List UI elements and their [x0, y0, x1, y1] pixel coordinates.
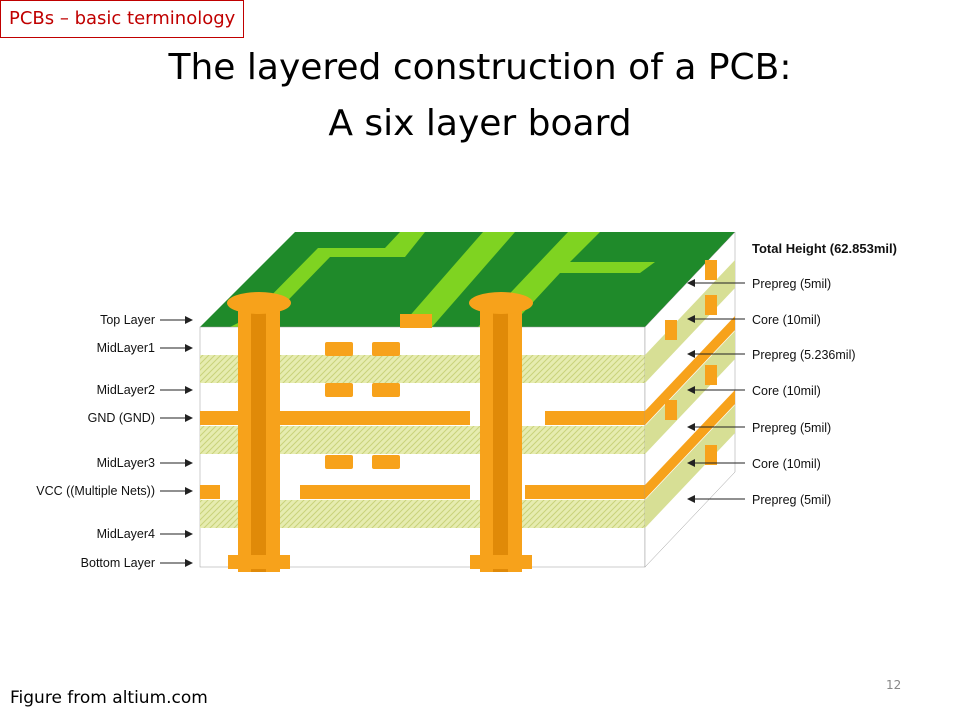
left-label-group: Top Layer MidLayer1 MidLayer2 GND (GND) … [36, 313, 193, 570]
top-pad-front [400, 314, 432, 328]
pad-3 [325, 383, 353, 397]
via-left-cap [227, 292, 291, 314]
figure-source: Figure from altium.com [10, 688, 208, 708]
gnd-plane-left [200, 411, 240, 425]
gnd-plane-right [545, 411, 645, 425]
right-label-group: Total Height (62.853mil) Prepreg (5mil) … [687, 241, 897, 507]
slide-title: The layered construction of a PCB: A six… [0, 40, 960, 152]
via-left-ring-bottom [228, 555, 290, 569]
vcc-plane-mid [300, 485, 470, 499]
pad-1 [325, 342, 353, 356]
label-midlayer1: MidLayer1 [97, 341, 155, 355]
label-gnd: GND (GND) [88, 411, 155, 425]
label-bottom-layer: Bottom Layer [81, 556, 155, 570]
label-midlayer3: MidLayer3 [97, 456, 155, 470]
side-pad-2 [705, 295, 717, 315]
pad-2 [372, 342, 400, 356]
via-left-hole [251, 300, 266, 572]
side-pad-1 [705, 260, 717, 280]
gnd-plane-mid [280, 411, 470, 425]
side-pad-3 [705, 365, 717, 385]
label-vcc: VCC ((Multiple Nets)) [36, 484, 155, 498]
pad-5 [325, 455, 353, 469]
via-right-ring-bottom [470, 555, 532, 569]
label-prepreg-3: Prepreg (5mil) [752, 421, 831, 435]
vcc-plane-right [525, 485, 645, 499]
side-pad-6 [665, 400, 677, 420]
via-right-hole [493, 300, 508, 572]
label-core-2: Core (10mil) [752, 384, 821, 398]
side-pad-4 [705, 445, 717, 465]
label-core-1: Core (10mil) [752, 313, 821, 327]
pad-4 [372, 383, 400, 397]
label-prepreg-4: Prepreg (5mil) [752, 493, 831, 507]
label-midlayer4: MidLayer4 [97, 527, 155, 541]
via-right-cap [469, 292, 533, 314]
label-top-layer: Top Layer [100, 313, 155, 327]
label-midlayer2: MidLayer2 [97, 383, 155, 397]
side-copper-1 [645, 316, 735, 425]
title-line-2: A six layer board [328, 103, 632, 144]
side-pad-5 [665, 320, 677, 340]
pad-6 [372, 455, 400, 469]
label-total-height: Total Height (62.853mil) [752, 241, 897, 256]
page-number: 12 [886, 678, 902, 692]
side-copper-2 [645, 390, 735, 499]
section-tag: PCBs – basic terminology [0, 0, 245, 38]
label-prepreg-1: Prepreg (5mil) [752, 277, 831, 291]
title-line-1: The layered construction of a PCB: [168, 47, 792, 88]
vcc-plane-left [200, 485, 220, 499]
label-core-3: Core (10mil) [752, 457, 821, 471]
label-prepreg-2: Prepreg (5.236mil) [752, 348, 856, 362]
top-trace-2 [400, 232, 515, 327]
